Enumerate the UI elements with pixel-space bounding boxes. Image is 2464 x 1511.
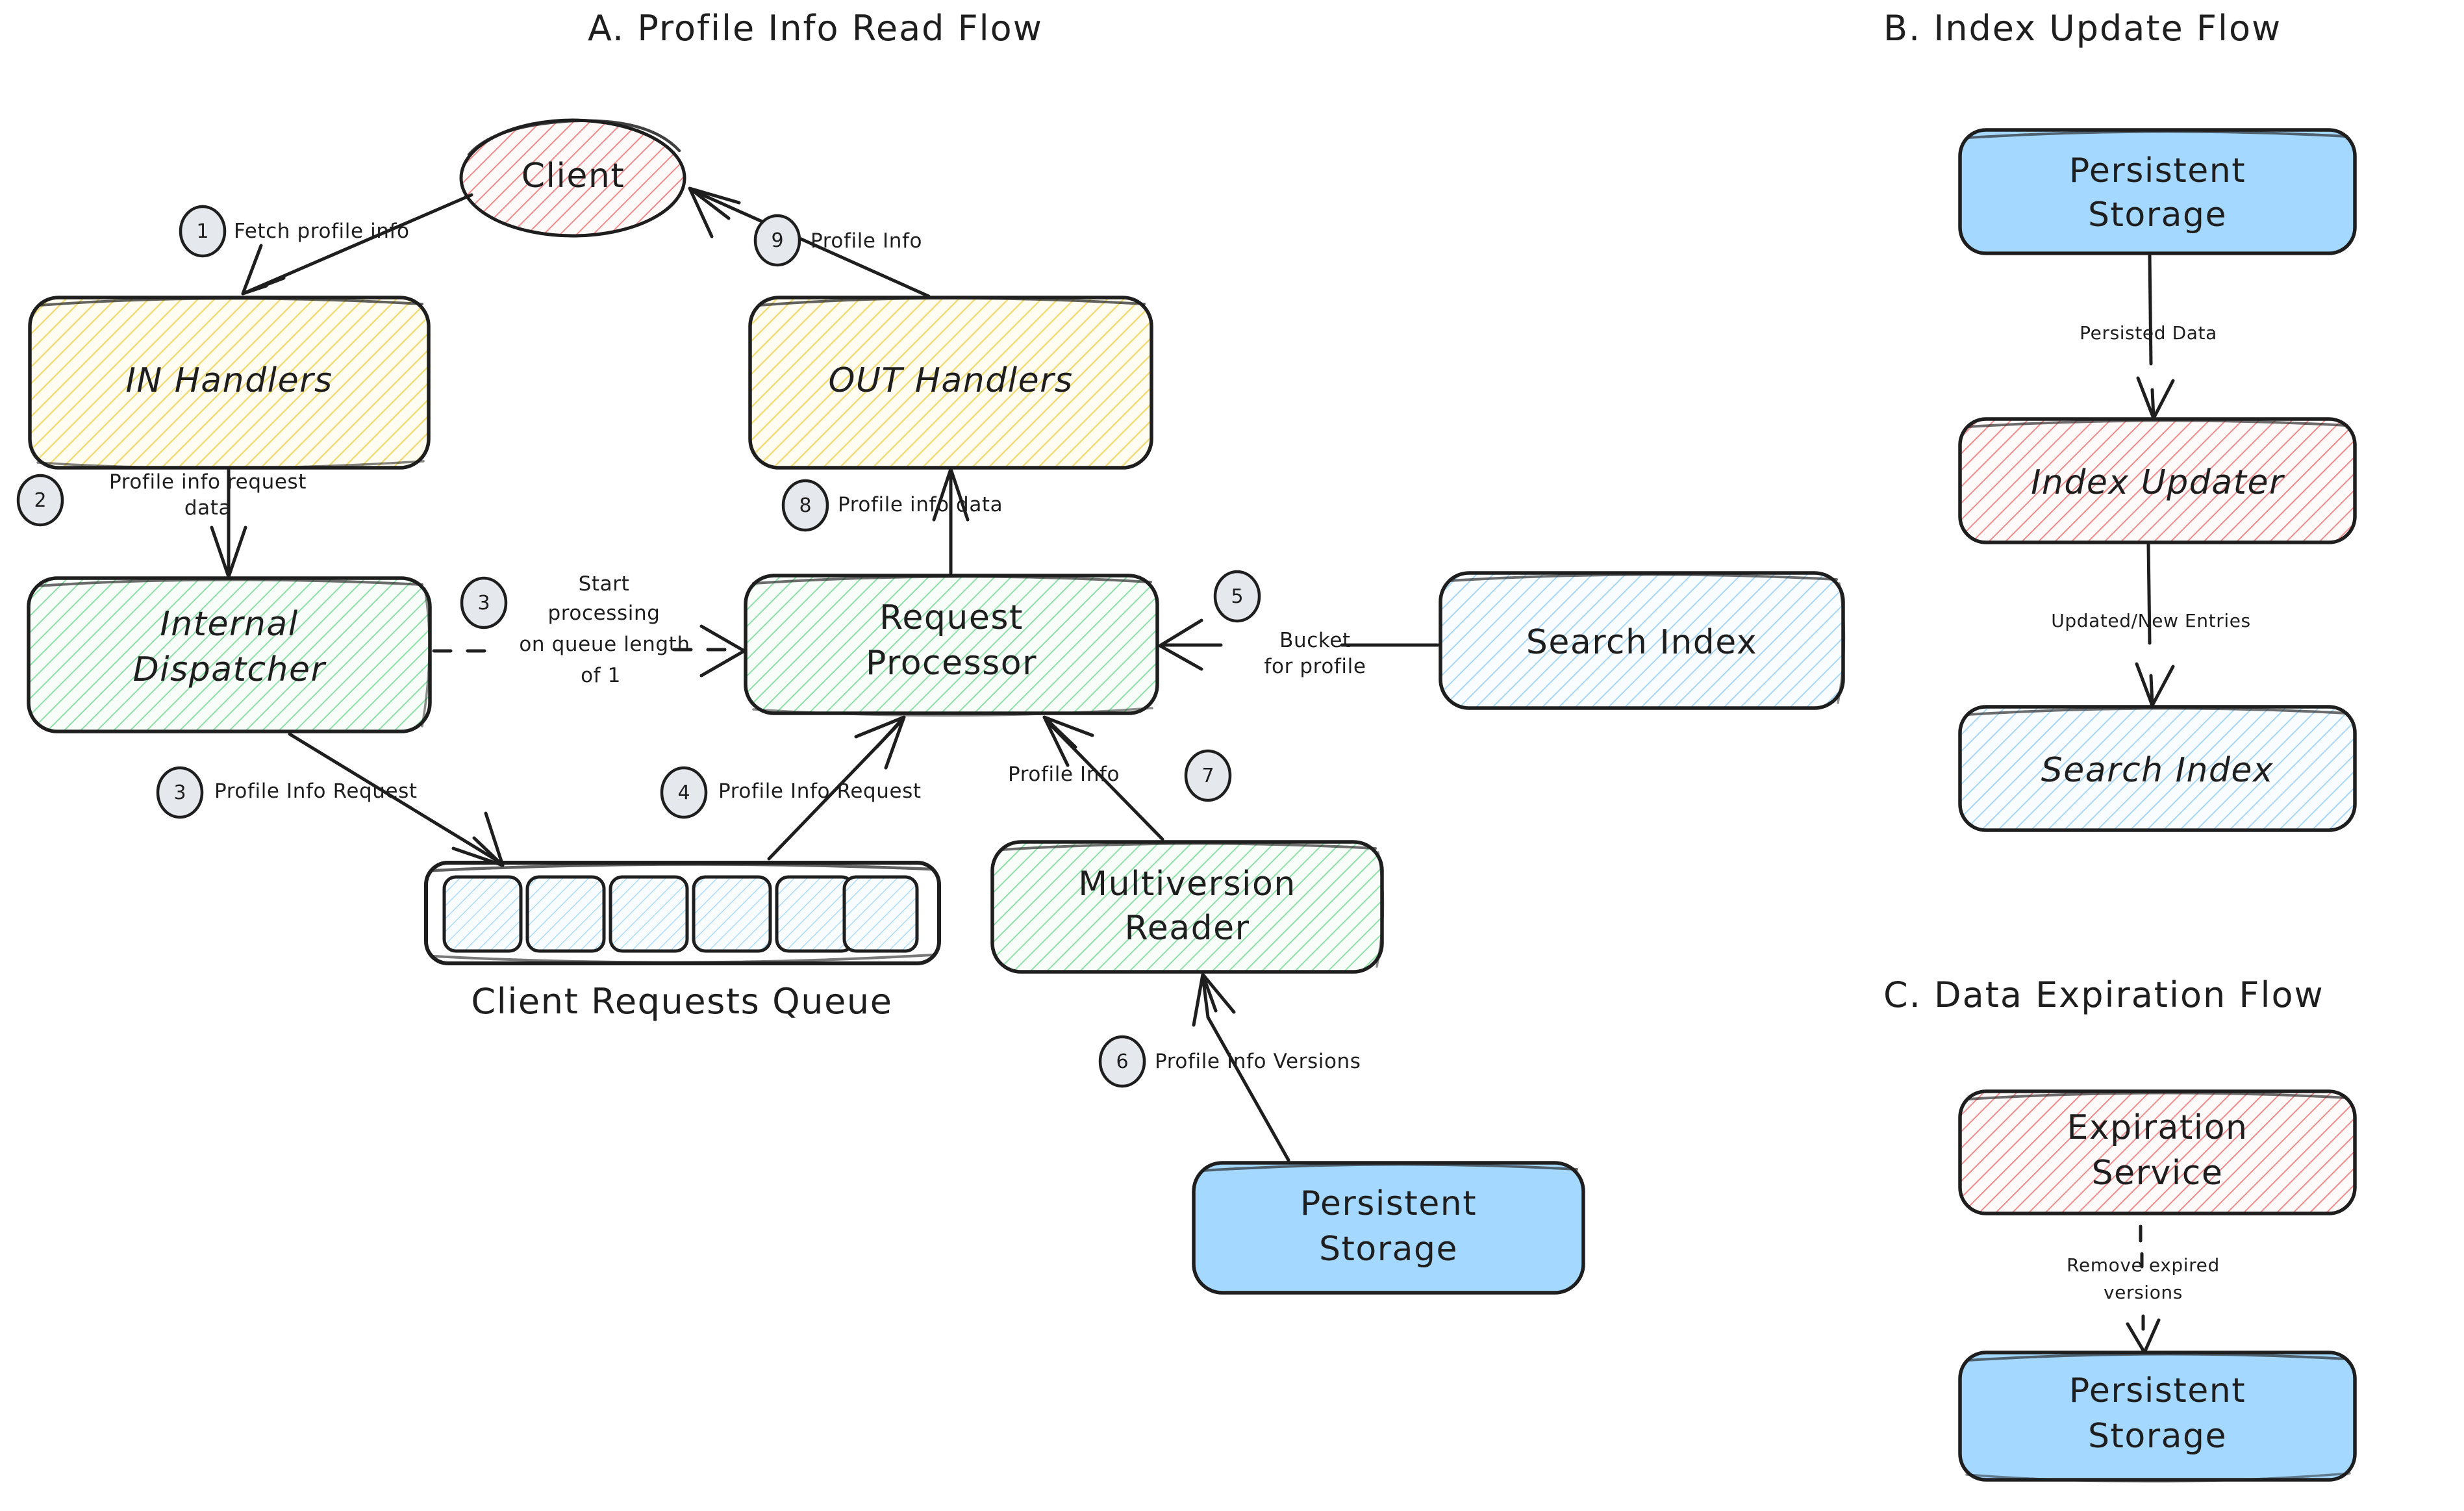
node-b-persistent-storage[interactable] (1958, 128, 2357, 255)
node-label-out-handlers: OUT Handlers (828, 361, 1074, 400)
edge-b-updated-new-entries (2135, 541, 2175, 707)
node-c-expiration-service[interactable] (1958, 1089, 2357, 1215)
edge-label-5-line2: for profile (1264, 655, 1366, 678)
edge-3-start-processing (432, 624, 746, 678)
badge-7 (1184, 749, 1232, 802)
badge-label-3a: 3 (477, 592, 490, 615)
edge-label-6: Profile Info Versions (1155, 1050, 1361, 1073)
node-b-index-updater[interactable] (1958, 417, 2357, 544)
edge-5-bucket-for-profile (1158, 618, 1440, 671)
node-label-request-processor-2: Processor (866, 644, 1037, 683)
node-label-client: Client (521, 157, 625, 196)
badge-label-8: 8 (799, 494, 812, 517)
node-label-multiversion-reader-1: Multiversion (1078, 865, 1296, 904)
node-persistent-storage-a[interactable] (1192, 1161, 1585, 1295)
node-multiversion-reader[interactable] (990, 840, 1385, 974)
edge-4-profile-info-request-processor (767, 715, 906, 861)
node-label-in-handlers: IN Handlers (125, 361, 333, 400)
badge-1 (179, 205, 227, 258)
edge-label-3a-line4: of 1 (581, 664, 621, 687)
badge-label-2: 2 (34, 489, 47, 512)
node-client-requests-queue[interactable] (424, 861, 941, 965)
node-label-request-processor-1: Request (879, 598, 1024, 637)
edge-label-b-persisted-data: Persisted Data (2080, 322, 2217, 344)
edge-8-profile-info-data (932, 467, 970, 575)
badge-3b (156, 766, 204, 819)
node-label-multiversion-reader-2: Reader (1124, 909, 1250, 948)
badge-label-5: 5 (1231, 585, 1244, 608)
badge-label-4: 4 (677, 781, 690, 804)
edge-3-profile-info-request-queue (288, 732, 505, 867)
edge-9-profile-info-client (688, 186, 931, 298)
node-label-internal-dispatcher-2: Dispatcher (132, 650, 326, 689)
edge-label-3b: Profile Info Request (214, 780, 418, 803)
node-label-c-persistent-storage-2: Storage (2088, 1417, 2227, 1456)
node-label-b-index-updater: Index Updater (2031, 463, 2284, 502)
node-in-handlers[interactable] (28, 296, 431, 470)
panel-title-c: C. Data Expiration Flow (1883, 974, 2324, 1015)
node-label-c-persistent-storage-1: Persistent (2068, 1371, 2246, 1410)
edge-label-8: Profile info data (838, 493, 1003, 516)
badge-label-3b: 3 (173, 781, 186, 804)
node-label-persistent-storage-a-2: Storage (1319, 1230, 1458, 1269)
edge-label-4: Profile Info Request (718, 780, 922, 803)
node-label-search-index-a: Search Index (1526, 623, 1758, 662)
step-badges-a (16, 205, 1261, 1088)
edge-label-9: Profile Info (811, 229, 923, 253)
badge-8 (781, 479, 829, 532)
node-label-b-persistent-storage-2: Storage (2088, 196, 2227, 235)
edge-label-c-line1: Remove expired (2067, 1254, 2220, 1276)
edge-label-1: Fetch profile info (234, 220, 410, 243)
badge-2 (16, 474, 64, 527)
panel-title-b: B. Index Update Flow (1883, 8, 2282, 49)
edge-label-3a-line2: processing (547, 602, 660, 625)
node-label-internal-dispatcher-1: Internal (160, 605, 299, 644)
edge-7-profile-info (1042, 715, 1164, 841)
node-client[interactable] (459, 118, 686, 238)
badge-3a (460, 576, 508, 629)
edge-c-remove-expired-versions (2126, 1225, 2161, 1354)
edge-label-3a-line3: on queue length (519, 633, 690, 656)
edge-label-2-line2: data (184, 496, 232, 520)
badge-9 (753, 214, 801, 267)
node-request-processor[interactable] (744, 574, 1159, 717)
node-label-persistent-storage-a-1: Persistent (1300, 1184, 1477, 1223)
badge-label-1: 1 (196, 220, 209, 243)
badge-6 (1098, 1035, 1146, 1088)
queue-caption: Client Requests Queue (471, 981, 893, 1022)
edge-b-persisted-data (2136, 253, 2175, 420)
badge-label-9: 9 (771, 229, 784, 252)
node-label-c-expiration-service-1: Expiration (2067, 1108, 2248, 1147)
node-b-search-index[interactable] (1958, 705, 2357, 832)
node-c-persistent-storage[interactable] (1958, 1351, 2357, 1483)
edge-1-fetch-profile-info (241, 193, 473, 296)
node-label-b-search-index: Search Index (2041, 751, 2274, 790)
edge-label-c-line2: versions (2104, 1282, 2183, 1303)
edge-label-5-line1: Bucket (1279, 629, 1351, 652)
badge-label-7: 7 (1201, 765, 1214, 787)
edge-label-7: Profile Info (1008, 763, 1120, 786)
edge-label-3a-line1: Start (578, 572, 630, 596)
edge-2-profile-info-request-data (210, 467, 247, 579)
badge-label-6: 6 (1116, 1050, 1129, 1073)
queue-cells (442, 875, 919, 953)
edge-6-profile-info-versions (1192, 972, 1290, 1162)
node-label-b-persistent-storage-1: Persistent (2068, 151, 2246, 190)
badge-4 (660, 766, 708, 819)
panel-title-a: A. Profile Info Read Flow (588, 8, 1043, 49)
edge-label-2-line1: Profile info request (108, 470, 307, 494)
node-search-index-a[interactable] (1439, 571, 1846, 710)
edge-label-b-updated-new-entries: Updated/New Entries (2051, 610, 2251, 631)
node-label-c-expiration-service-2: Service (2091, 1154, 2224, 1193)
badge-5 (1213, 570, 1261, 623)
